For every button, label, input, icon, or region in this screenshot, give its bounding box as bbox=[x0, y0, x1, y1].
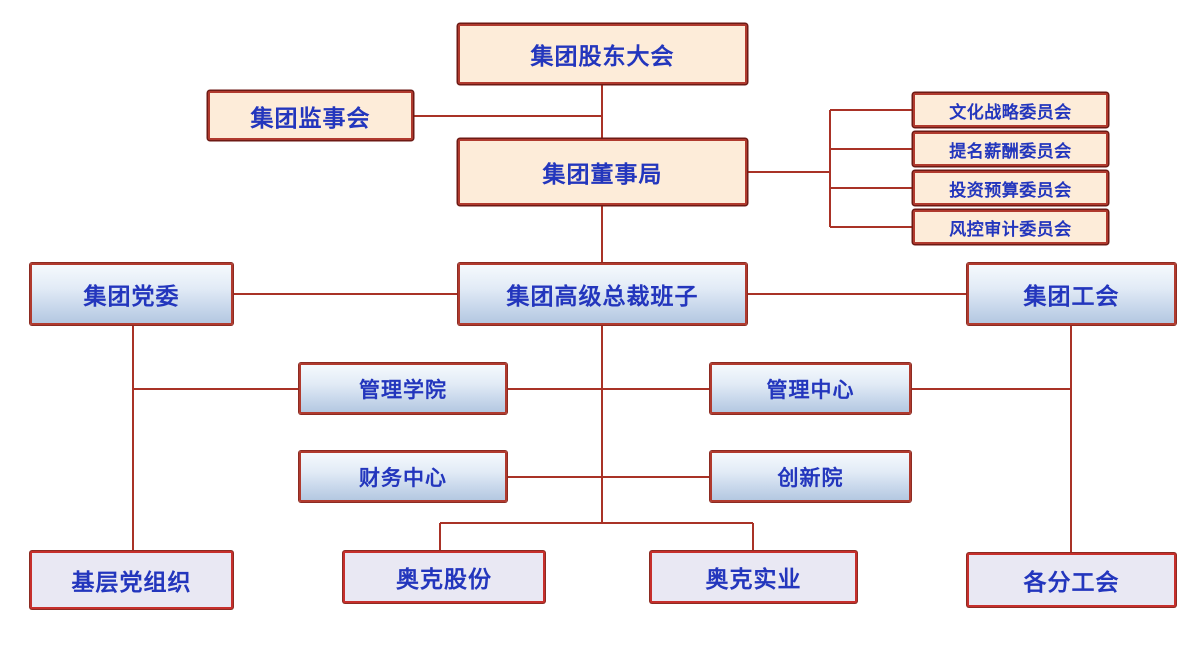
node-group-board-of-directors: 集团董事局 bbox=[458, 139, 747, 205]
node-group-supervisory-board: 集团监事会 bbox=[208, 91, 413, 140]
node-finance-center: 财务中心 bbox=[299, 451, 507, 502]
node-senior-president-team: 集团高级总裁班子 bbox=[458, 263, 747, 325]
node-aoke-shares: 奥克股份 bbox=[343, 551, 545, 603]
node-management-center: 管理中心 bbox=[710, 363, 911, 414]
node-group-party-committee: 集团党委 bbox=[30, 263, 233, 325]
node-innovation-institute: 创新院 bbox=[710, 451, 911, 502]
node-management-academy: 管理学院 bbox=[299, 363, 507, 414]
node-aoke-industrial: 奥克实业 bbox=[650, 551, 857, 603]
node-risk-audit-committee: 风控审计委员会 bbox=[913, 210, 1108, 244]
node-culture-strategy-committee: 文化战略委员会 bbox=[913, 93, 1108, 127]
node-grassroots-party-organizations: 基层党组织 bbox=[30, 551, 233, 609]
node-branch-labor-unions: 各分工会 bbox=[967, 553, 1176, 607]
node-investment-budget-committee: 投资预算委员会 bbox=[913, 171, 1108, 205]
node-group-labor-union: 集团工会 bbox=[967, 263, 1176, 325]
node-group-shareholders-meeting: 集团股东大会 bbox=[458, 24, 747, 84]
node-nomination-remuneration-committee: 提名薪酬委员会 bbox=[913, 132, 1108, 166]
connector-group bbox=[132, 84, 1072, 553]
